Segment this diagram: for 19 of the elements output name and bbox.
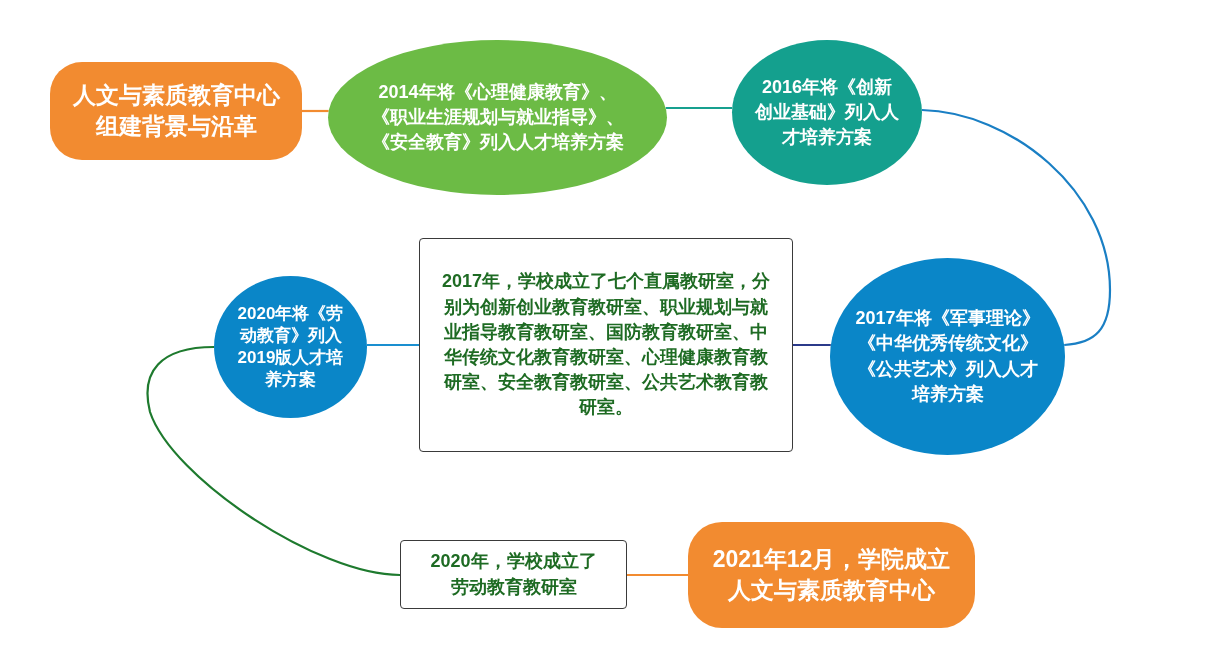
node-text: 2020年将《劳动教育》列入2019版人才培养方案 — [237, 302, 344, 392]
connector-line — [921, 108, 1112, 347]
stage-pill — [50, 62, 302, 160]
node-text: 2017年，学校成立了七个直属教研室，分别为创新创业教育教研室、职业规划与就业指导教育教研室、国防教育教研室、中华传统文化教育教研室、心理健康教育教研室、安全教育教研室、公共艺术教育教研室。 — [440, 270, 771, 420]
node-text: 2020年，学校成立了劳动教育教研室 — [429, 550, 598, 599]
connector-line — [665, 106, 733, 110]
note-card — [419, 238, 793, 452]
node-text: 人文与素质教育中心组建背景与沿革 — [71, 80, 281, 141]
stage-pill — [688, 522, 975, 628]
note-card — [400, 540, 627, 609]
node-text: 2021年12月，学院成立人文与素质教育中心 — [711, 544, 952, 605]
node-text: 2016年将《创新创业基础》列入人才培养方案 — [754, 75, 900, 150]
connector-line — [146, 345, 401, 577]
node-text: 2014年将《心理健康教育》、《职业生涯规划与就业指导》、《安全教育》列入人才培养方案 — [370, 80, 625, 155]
connector-line — [302, 109, 329, 113]
connector-line — [367, 343, 419, 347]
node-text: 2017年将《军事理论》《中华优秀传统文化》《公共艺术》列入人才培养方案 — [854, 307, 1041, 406]
connector-line — [627, 573, 688, 577]
connector-line — [793, 343, 831, 347]
